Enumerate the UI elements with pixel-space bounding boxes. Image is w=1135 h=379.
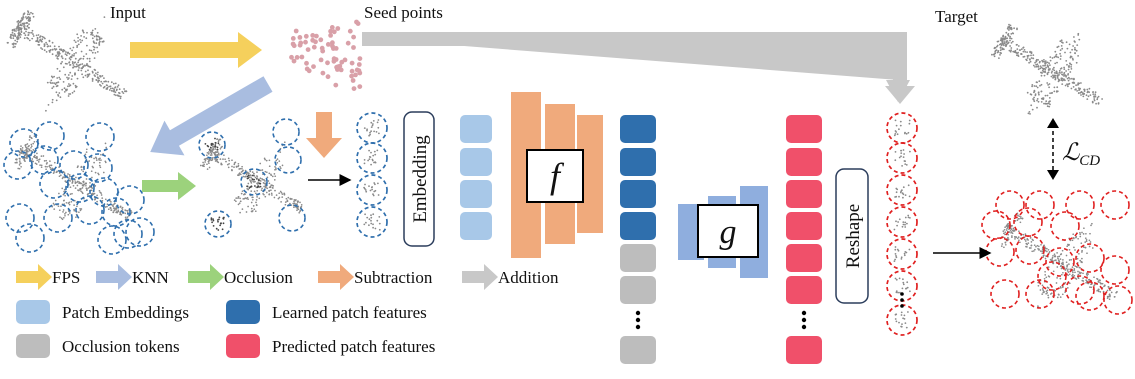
legend-arrows: FPS KNN Occlusion Subtraction Addition bbox=[16, 264, 559, 290]
vertical-ellipsis-icon bbox=[635, 324, 641, 330]
legend-arrow-item: Subtraction bbox=[318, 264, 433, 290]
legend-box-swatch bbox=[16, 300, 50, 324]
learned-feature-block bbox=[620, 212, 656, 240]
patch-embedding-block bbox=[460, 115, 492, 143]
predicted-patches-cloud bbox=[981, 190, 1133, 315]
learned-feature-block bbox=[620, 115, 656, 143]
vertical-ellipsis-icon bbox=[801, 324, 807, 330]
embedding-box bbox=[403, 111, 435, 247]
visible-patch-column bbox=[356, 112, 388, 238]
legend-arrow-item: FPS bbox=[16, 264, 80, 290]
legend-arrow-label: Addition bbox=[498, 268, 559, 287]
vertical-ellipsis-icon bbox=[801, 317, 807, 323]
encoder-f-box bbox=[526, 149, 584, 203]
learned-feature-block bbox=[620, 148, 656, 176]
legend-box-swatch bbox=[226, 334, 260, 358]
target-label: Target bbox=[935, 7, 978, 26]
predicted-feature-block bbox=[786, 115, 822, 143]
vertical-ellipsis-icon bbox=[635, 317, 641, 323]
addition-arrow-drop bbox=[893, 32, 907, 88]
legend-box-swatch bbox=[16, 334, 50, 358]
patch-embedding-block bbox=[460, 212, 492, 240]
legend-box-swatch bbox=[226, 300, 260, 324]
knn-arrow bbox=[150, 76, 273, 156]
input-point-cloud bbox=[6, 10, 128, 112]
predicted-patch-column bbox=[886, 112, 918, 336]
legend-box-item: Occlusion tokens bbox=[16, 334, 180, 358]
legend-box-item: Learned patch features bbox=[226, 300, 427, 324]
reshape-box bbox=[835, 168, 869, 304]
target-point-cloud bbox=[991, 23, 1103, 115]
vertical-ellipsis-icon bbox=[900, 298, 904, 302]
predicted-feature-block bbox=[786, 336, 822, 364]
legend-box-item: Patch Embeddings bbox=[16, 300, 189, 324]
predicted-features-column bbox=[786, 115, 822, 364]
learned-and-occlusion-column bbox=[620, 115, 656, 364]
legend-box-label: Learned patch features bbox=[272, 303, 427, 322]
legend-box-label: Patch Embeddings bbox=[62, 303, 189, 322]
occlusion-token-block bbox=[620, 244, 656, 272]
seed-points-cloud bbox=[289, 19, 363, 91]
legend-box-label: Predicted patch features bbox=[272, 337, 435, 356]
legend-arrow-swatch bbox=[318, 264, 354, 290]
knn-patches-cloud bbox=[3, 121, 155, 255]
legend-arrow-label: KNN bbox=[132, 268, 169, 287]
fps-arrow bbox=[130, 32, 262, 68]
embedding-label: Embedding bbox=[410, 135, 431, 223]
legend-arrow-label: Subtraction bbox=[354, 268, 433, 287]
occlusion-token-block bbox=[620, 276, 656, 304]
legend-arrow-swatch bbox=[188, 264, 224, 290]
legend-box-item: Predicted patch features bbox=[226, 334, 435, 358]
occluded-point-cloud bbox=[198, 118, 306, 238]
seed-points-label: Seed points bbox=[364, 3, 443, 22]
input-label: Input bbox=[110, 3, 146, 22]
occlusion-token-block bbox=[620, 336, 656, 364]
predicted-feature-block bbox=[786, 148, 822, 176]
vertical-ellipsis-icon bbox=[635, 310, 641, 316]
legend-boxes: Patch Embeddings Learned patch featuresOc… bbox=[16, 300, 435, 358]
decoder-g-label: g bbox=[720, 214, 737, 251]
legend-box-label: Occlusion tokens bbox=[62, 337, 180, 356]
predicted-feature-block bbox=[786, 212, 822, 240]
legend-arrow-swatch bbox=[462, 264, 498, 290]
predicted-feature-block bbox=[786, 244, 822, 272]
legend-arrow-item: Addition bbox=[462, 264, 559, 290]
double-headed-dashed-arrow-icon bbox=[1047, 118, 1059, 180]
vertical-ellipsis-icon bbox=[900, 292, 904, 296]
legend-arrow-item: Occlusion bbox=[188, 264, 293, 290]
addition-arrow bbox=[362, 38, 910, 102]
reshape-label: Reshape bbox=[843, 204, 864, 268]
legend-arrow-label: FPS bbox=[52, 268, 80, 287]
patch-embedding-block bbox=[460, 180, 492, 208]
vertical-ellipsis-icon bbox=[801, 310, 807, 316]
legend-arrow-swatch bbox=[16, 264, 52, 290]
decoder-g-box bbox=[697, 204, 759, 258]
patch-embedding-block bbox=[460, 148, 492, 176]
subtraction-arrow bbox=[306, 112, 342, 158]
addition-arrow-head bbox=[885, 86, 915, 104]
predicted-feature-block bbox=[786, 276, 822, 304]
predicted-feature-block bbox=[786, 180, 822, 208]
legend-arrow-label: Occlusion bbox=[224, 268, 293, 287]
legend-arrow-item: KNN bbox=[96, 264, 169, 290]
vertical-ellipsis-icon bbox=[900, 304, 904, 308]
addition-arrow-shaft bbox=[362, 32, 907, 46]
loss-label: ℒCD bbox=[1062, 140, 1100, 169]
patch-embeddings-column bbox=[460, 115, 492, 240]
occlusion-arrow bbox=[142, 172, 196, 200]
learned-feature-block bbox=[620, 180, 656, 208]
legend-arrow-swatch bbox=[96, 264, 132, 290]
